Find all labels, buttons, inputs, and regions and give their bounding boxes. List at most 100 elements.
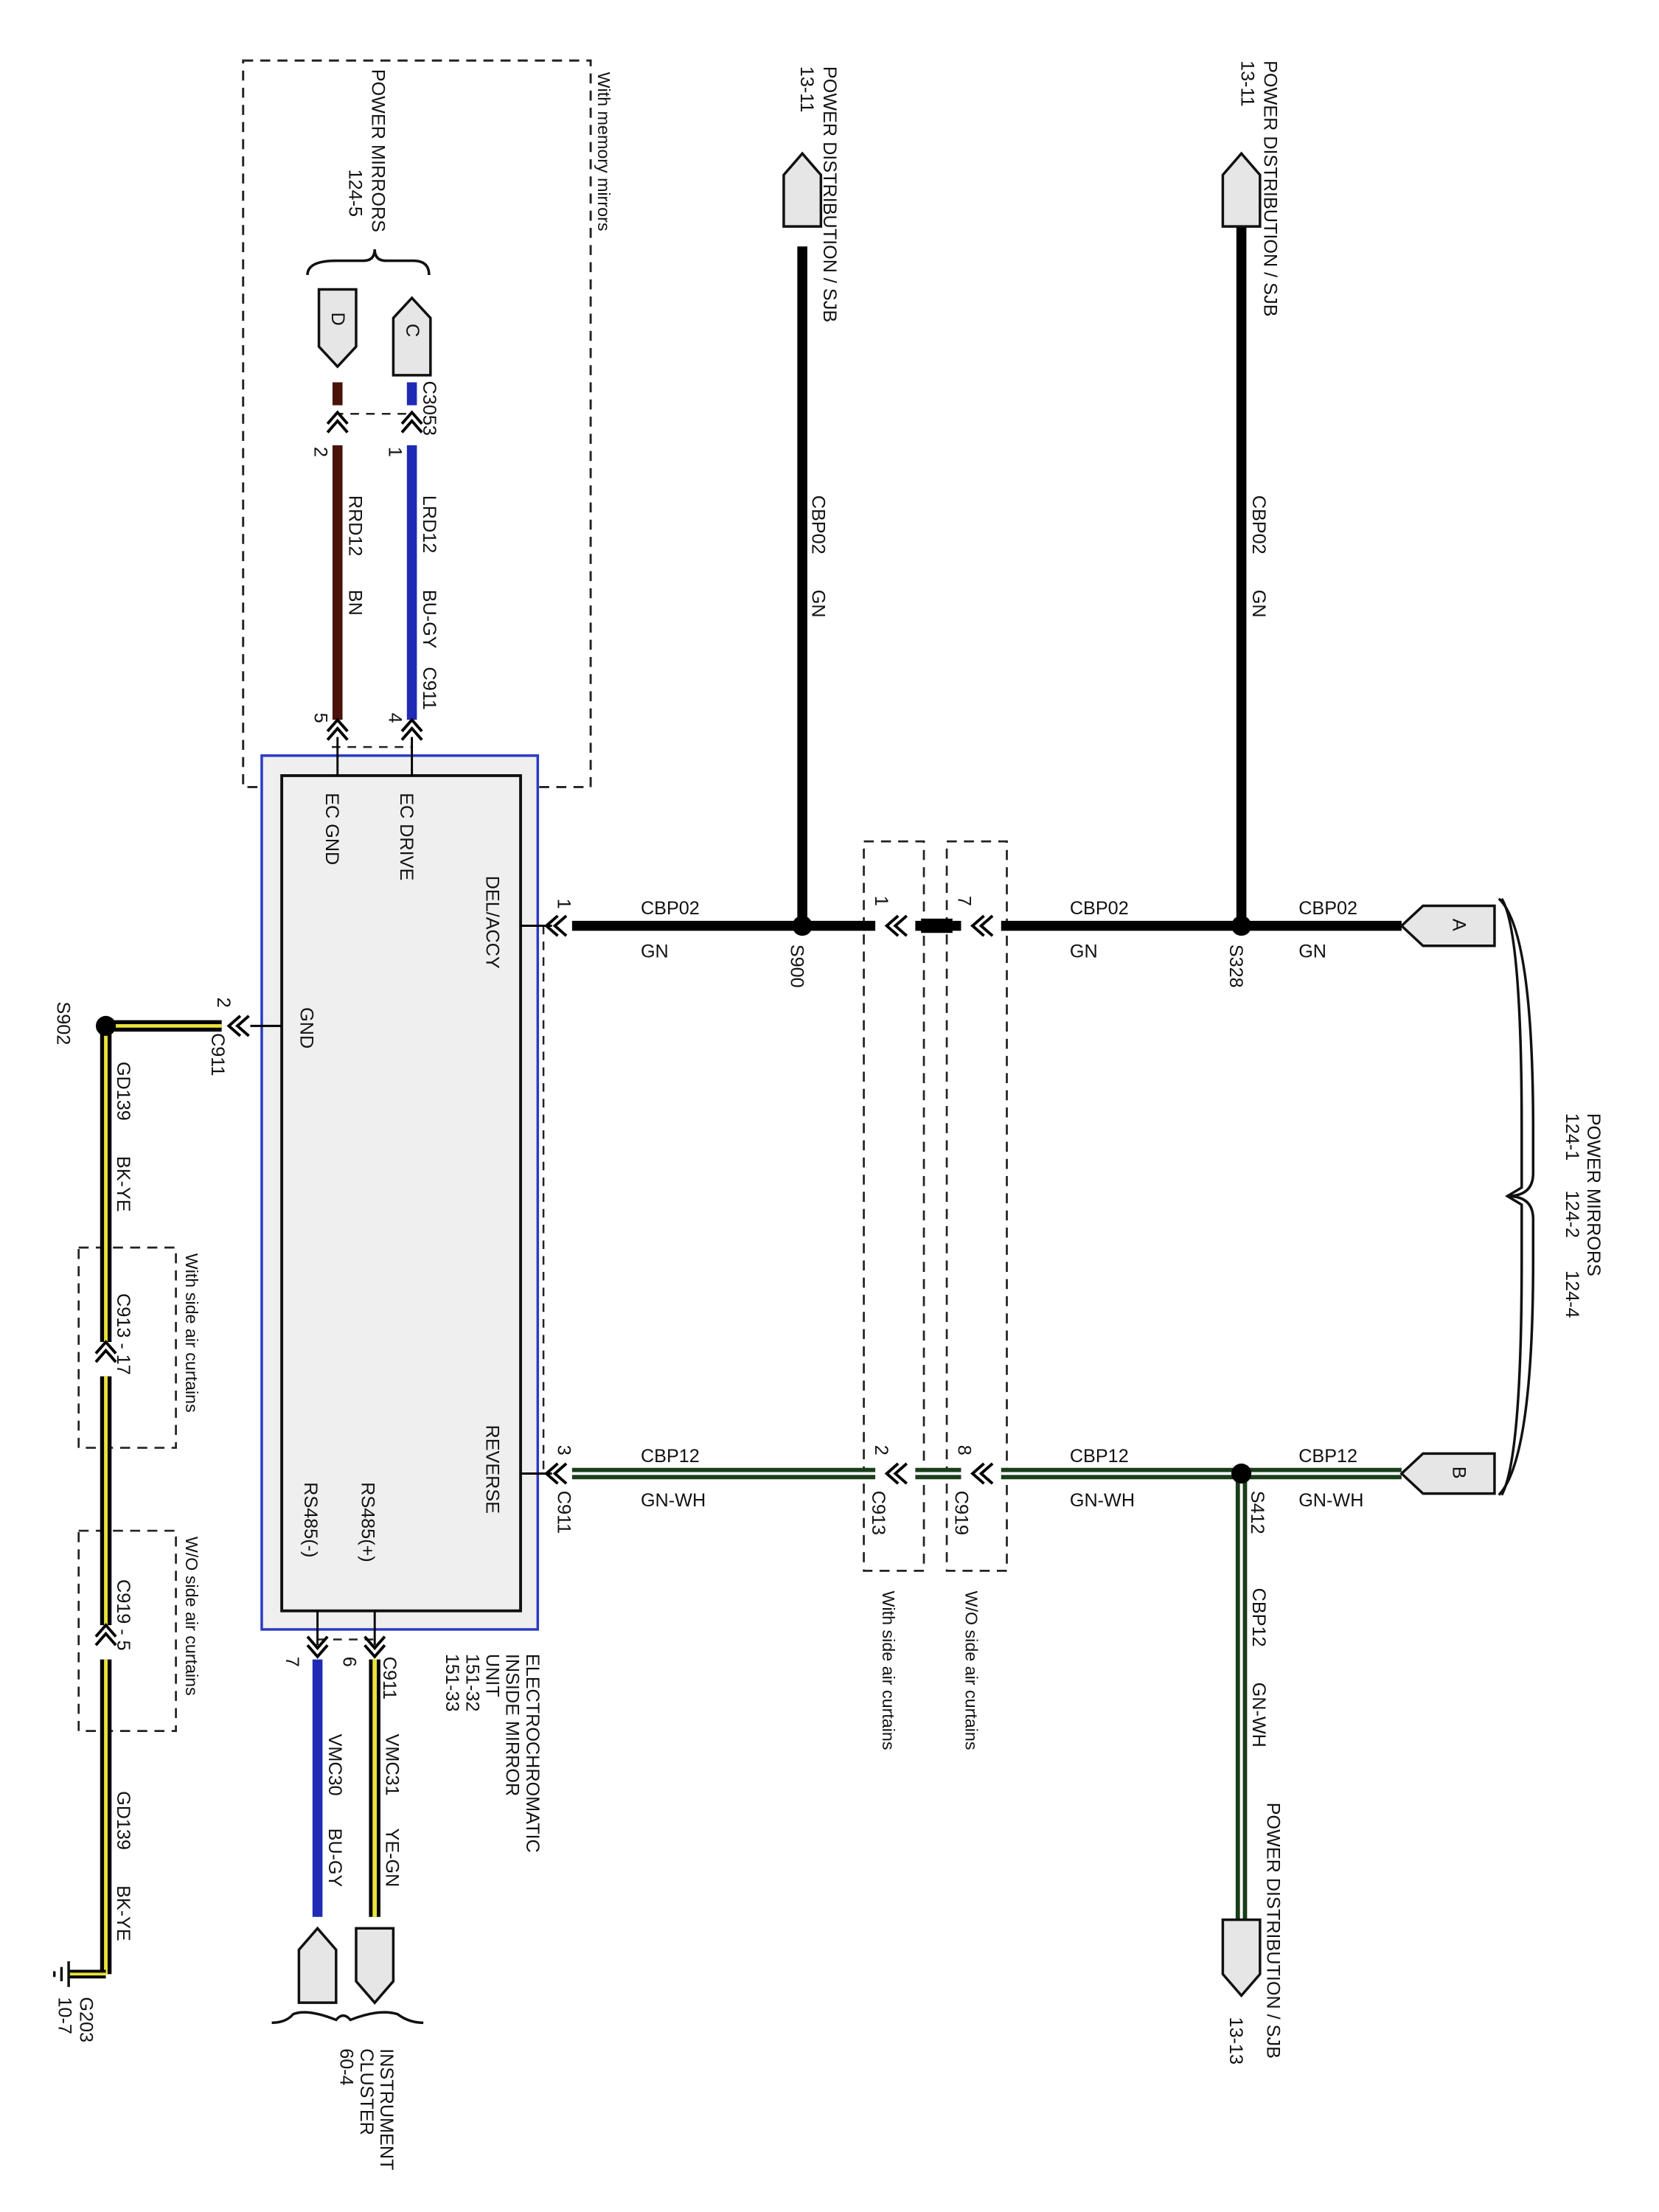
wire-gd139-upper-circuit: GD139 [113, 1062, 133, 1121]
power-dist-connector-top-a [782, 151, 823, 228]
pin-7-c919: 7 [954, 896, 975, 906]
pin-chevron-c911-1 [544, 914, 568, 937]
module-pin-rs485p: RS485(+) [358, 1482, 378, 1562]
pointer-b-label: B [1449, 1467, 1470, 1479]
connector-c3053-label: C3053 [419, 381, 439, 436]
memory-mirrors-box [242, 59, 592, 788]
note-memory-mirrors: With memory mirrors [594, 72, 613, 232]
power-mirrors-top-title: POWER MIRRORS [367, 69, 388, 232]
module-pin-delay: DEL/ACCY [481, 876, 502, 969]
instrument-cluster-ref: 60-4 [336, 2048, 357, 2085]
connector-c911-top-label: C911 [419, 667, 439, 710]
wo-side-curtains-box [945, 840, 1008, 1572]
splice-s412 [1231, 1463, 1252, 1484]
note-with-side-curtains-main: With side air curtains [879, 1591, 898, 1750]
pin-chevron-c913-17 [94, 1340, 117, 1363]
pin-chevron-c911-2 [226, 1015, 250, 1037]
instrument-cluster-connector-7 [297, 1926, 338, 2004]
connector-c911-gnd-label: C911 [207, 1033, 228, 1076]
pin-2-c3053: 2 [310, 447, 331, 457]
power-dist-title-b: POWER DISTRIBUTION / SJB [1260, 60, 1281, 316]
pin-chevron-c3053-2 [326, 410, 349, 434]
wire-cbp12-label-left-circuit: CBP12 [641, 1446, 700, 1467]
power-dist-title-a: POWER DISTRIBUTION / SJB [819, 66, 840, 322]
power-dist-connector-top-b [1221, 151, 1262, 228]
wire-gd139-upper-color: BK-YE [113, 1156, 133, 1212]
pin-3-c911: 3 [553, 1445, 574, 1455]
power-dist-ref-a: 13-11 [796, 66, 817, 113]
power-mirrors-right-title: POWER MIRRORS [1583, 1113, 1604, 1276]
wire-vmc31-color: YE-GN [382, 1829, 403, 1888]
with-side-curtains-box [863, 840, 925, 1572]
wire-gd139-lower-color: BK-YE [113, 1885, 133, 1941]
connector-c913-label: C913 [868, 1491, 888, 1535]
module-ref-1: 151-32 [462, 1654, 482, 1711]
connector-c919-5-label: C919 - 5 [113, 1579, 133, 1651]
wire-vmc31-circuit: VMC31 [382, 1734, 403, 1796]
wire-cbp02-feed-b-circuit: CBP02 [1248, 495, 1269, 554]
wire-cbp12-label-right-color: GN-WH [1298, 1490, 1363, 1511]
pointer-a [1399, 904, 1496, 947]
pin-1-c911: 1 [553, 899, 574, 909]
pin-chevron-c919-5 [94, 1623, 117, 1646]
instrument-cluster-title-2: CLUSTER [356, 2048, 377, 2135]
pin-4-c911: 4 [385, 713, 406, 723]
connector-c911-bottom-label: C911 [379, 1657, 400, 1700]
pin-chevron-c919-7 [970, 914, 994, 937]
power-dist-connector-bottom [1221, 1918, 1262, 1998]
wire-lrd12-circuit: LRD12 [419, 495, 439, 553]
pin-2-c913: 2 [871, 1445, 891, 1455]
module-pin-ec-drive: EC DRIVE [396, 793, 417, 880]
wire-cbp02-label-right-circuit: CBP02 [1298, 898, 1357, 919]
pointer-b [1399, 1452, 1496, 1495]
module-title-1: ELECTROCHROMATIC [522, 1654, 543, 1853]
wire-cbp02-label-right-color: GN [1298, 941, 1326, 961]
pin-chevron-c3053-1 [400, 410, 423, 434]
ground-ref: 10-7 [55, 1997, 75, 2034]
splice-s412-label: S412 [1247, 1491, 1267, 1534]
note-wo-side-curtains-main: W/O side air curtains [961, 1591, 981, 1750]
brace-power-mirrors-right [1498, 897, 1535, 1496]
power-mirrors-right-ref-1: 124-1 [1562, 1113, 1582, 1161]
splice-s900-label: S900 [787, 945, 807, 988]
wire-rrd12-circuit: RRD12 [344, 495, 365, 557]
pin-chevron-c911-6 [364, 1635, 386, 1659]
ground-symbol [52, 1961, 70, 1987]
pointer-c [392, 296, 432, 377]
pointer-a-label: A [1449, 919, 1470, 931]
module-pin-gnd: GND [296, 1007, 316, 1048]
power-mirrors-right-ref-2: 124-2 [1562, 1190, 1582, 1237]
connector-c911-reverse-label: C911 [553, 1491, 574, 1534]
wire-cbp02-feed-b-color: GN [1248, 590, 1269, 618]
wire-cbp02-feed-a-circuit: CBP02 [808, 495, 829, 554]
pin-1-c3053: 1 [385, 447, 406, 457]
wire-cbp02-label-mid-color: GN [1070, 941, 1098, 961]
splice-s900 [792, 916, 813, 936]
note-wo-side-curtains-gnd: W/O side air curtains [182, 1537, 201, 1696]
pin-chevron-c911-5 [326, 717, 349, 741]
pointer-c-label: C [402, 324, 422, 337]
note-with-side-curtains-gnd: With side air curtains [182, 1253, 201, 1413]
pin-2-c911: 2 [213, 998, 234, 1008]
connector-c919-label: C919 [951, 1491, 972, 1535]
module-title-3: UNIT [481, 1654, 502, 1697]
module-pin-rs485m: RS485(-) [300, 1482, 321, 1557]
wire-cbp12-label-left-color: GN-WH [641, 1490, 706, 1511]
gnd-with-side-box [77, 1246, 177, 1449]
instrument-cluster-title-1: INSTRUMENT [376, 2048, 397, 2170]
wire-vmc30-color: BU-GY [324, 1829, 345, 1888]
wire-cbp02-label-mid-circuit: CBP02 [1070, 898, 1129, 919]
wire-cbp02-feed-a-color: GN [808, 590, 829, 618]
module-ref-2: 151-33 [442, 1654, 462, 1711]
power-dist-ref-b: 13-11 [1237, 60, 1258, 107]
splice-s328 [1231, 916, 1252, 936]
splice-s902-label: S902 [53, 1001, 74, 1045]
brace-instrument-cluster [271, 2011, 424, 2025]
wire-vmc30-circuit: VMC30 [324, 1734, 345, 1796]
pin-5-c911: 5 [310, 713, 331, 723]
wire-cbp12-label-mid-circuit: CBP12 [1070, 1446, 1129, 1467]
wire-cbp12-feed-circuit: CBP12 [1248, 1588, 1269, 1647]
pin-8-c919: 8 [954, 1445, 975, 1455]
pin-chevron-c919-8 [970, 1462, 994, 1485]
pointer-d-label: D [327, 312, 348, 325]
